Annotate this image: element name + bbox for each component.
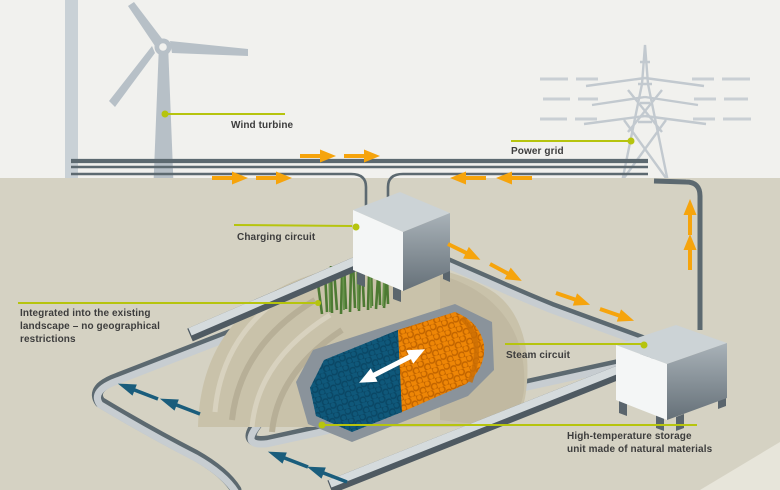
- steam-unit-box: [616, 325, 727, 431]
- label-integrated-landscape: Integrated into the existing landscape –…: [18, 300, 321, 345]
- discharge-cable: [653, 178, 703, 330]
- storage-honeycomb: [310, 312, 485, 432]
- steam-loop-pipes: [91, 289, 654, 490]
- wind-turbine-label: Wind turbine: [231, 120, 294, 131]
- charging-to-steam-pipe: [397, 237, 658, 351]
- label-charging-circuit: Charging circuit: [233, 223, 360, 243]
- charging-circuit-label: Charging circuit: [237, 232, 316, 243]
- label-power-grid: Power grid: [511, 137, 635, 157]
- sky-background: [0, 0, 780, 178]
- storage-cold-section: [310, 330, 402, 432]
- ground-light-wedge: [700, 442, 780, 490]
- label-storage-unit: High-temperature storage unit made of na…: [318, 421, 713, 455]
- wind-turbine-icon: [109, 2, 248, 196]
- power-line-dashes: [540, 77, 751, 121]
- steam-circuit-label: Steam circuit: [506, 350, 571, 361]
- power-grid-label: Power grid: [511, 146, 564, 157]
- label-steam-circuit: Steam circuit: [505, 341, 648, 361]
- integrated-label-line1: Integrated into the existing: [20, 308, 151, 319]
- integrated-label-line3: restrictions: [20, 334, 76, 345]
- steam-duct-beam: [327, 365, 623, 490]
- grass-tuft: [316, 261, 390, 315]
- storage-label-line2: unit made of natural materials: [567, 444, 713, 455]
- storage-hot-section: [398, 312, 485, 412]
- charging-unit-box: [353, 192, 450, 302]
- charging-duct-beam: [187, 246, 384, 342]
- label-wind-turbine: Wind turbine: [161, 110, 294, 131]
- second-turbine-mast: [65, 0, 78, 182]
- transmission-lines: [71, 158, 648, 206]
- power-pylon-icon: [583, 44, 707, 183]
- storage-label-line1: High-temperature storage: [567, 431, 692, 442]
- heat-exchange-arrow-white: [359, 349, 425, 383]
- integrated-label-line2: landscape – no geographical: [20, 321, 160, 332]
